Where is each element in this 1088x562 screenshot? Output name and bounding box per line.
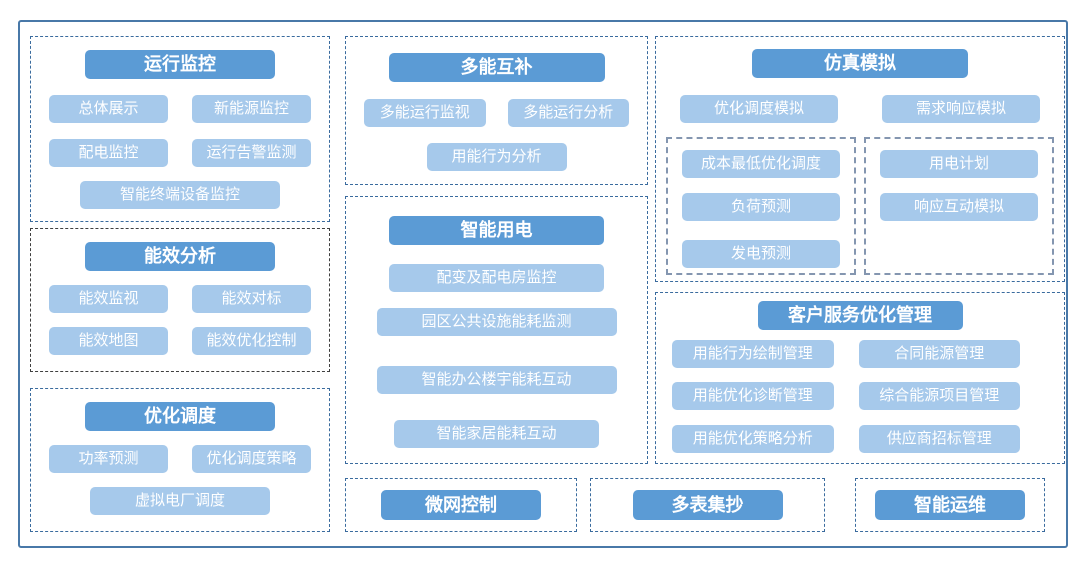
outer-frame [18, 20, 1068, 548]
item-smart-home-energy-interaction[interactable]: 智能家居能耗互动 [394, 420, 599, 448]
section-header-smart-operation-maintenance[interactable]: 智能运维 [875, 490, 1025, 520]
section-header-energy-efficiency-analysis[interactable]: 能效分析 [85, 242, 275, 271]
item-load-forecast[interactable]: 负荷预测 [682, 193, 840, 221]
item-supplier-bidding-management[interactable]: 供应商招标管理 [858, 425, 1020, 453]
section-multi-meter-reading: 多表集抄 [590, 478, 825, 532]
section-operation-monitoring: 运行监控 总体展示 新能源监控 配电监控 运行告警监测 智能终端设备监控 [30, 36, 330, 222]
item-virtual-power-plant-dispatch[interactable]: 虚拟电厂调度 [90, 487, 270, 515]
item-transformer-room-monitoring[interactable]: 配变及配电房监控 [389, 264, 604, 292]
section-header-operation-monitoring[interactable]: 运行监控 [85, 50, 275, 79]
item-overall-display[interactable]: 总体展示 [49, 95, 168, 123]
item-demand-response-simulation[interactable]: 需求响应模拟 [882, 95, 1040, 123]
item-ee-optimization-control[interactable]: 能效优化控制 [192, 327, 311, 355]
section-header-optimal-dispatch[interactable]: 优化调度 [85, 402, 275, 431]
item-power-distribution-monitoring[interactable]: 配电监控 [49, 139, 168, 167]
item-cost-optimal-dispatch[interactable]: 成本最低优化调度 [682, 150, 840, 178]
section-microgrid-control: 微网控制 [345, 478, 577, 532]
item-multi-energy-operation-monitoring[interactable]: 多能运行监视 [364, 99, 486, 127]
item-energy-optimization-strategy-analysis[interactable]: 用能优化策略分析 [672, 425, 834, 453]
item-new-energy-monitoring[interactable]: 新能源监控 [192, 95, 311, 123]
item-park-facilities-energy-monitoring[interactable]: 园区公共设施能耗监测 [376, 308, 617, 336]
item-dispatch-simulation[interactable]: 优化调度模拟 [680, 95, 838, 123]
item-energy-behavior-profile-management[interactable]: 用能行为绘制管理 [672, 340, 834, 368]
item-integrated-energy-project-management[interactable]: 综合能源项目管理 [858, 382, 1020, 410]
subsection-dispatch-forecast: 成本最低优化调度 负荷预测 发电预测 [666, 137, 856, 275]
item-ee-monitoring[interactable]: 能效监视 [49, 285, 168, 313]
item-power-use-plan[interactable]: 用电计划 [880, 150, 1038, 178]
item-smart-terminal-device-monitoring[interactable]: 智能终端设备监控 [80, 181, 280, 209]
section-header-simulation[interactable]: 仿真模拟 [752, 49, 968, 78]
item-energy-use-behavior-analysis[interactable]: 用能行为分析 [426, 143, 567, 171]
section-simulation: 仿真模拟 优化调度模拟 需求响应模拟 成本最低优化调度 负荷预测 发电预测 用电… [655, 36, 1065, 282]
section-smart-power-use: 智能用电 配变及配电房监控 园区公共设施能耗监测 智能办公楼宇能耗互动 智能家居… [345, 196, 648, 464]
item-ee-benchmarking[interactable]: 能效对标 [192, 285, 311, 313]
section-smart-operation-maintenance: 智能运维 [855, 478, 1045, 532]
item-office-building-energy-interaction[interactable]: 智能办公楼宇能耗互动 [376, 366, 617, 394]
section-header-microgrid-control[interactable]: 微网控制 [381, 490, 541, 520]
item-contract-energy-management[interactable]: 合同能源管理 [858, 340, 1020, 368]
item-dispatch-strategy[interactable]: 优化调度策略 [192, 445, 311, 473]
item-operation-alarm-monitoring[interactable]: 运行告警监测 [192, 139, 311, 167]
item-response-interaction-simulation[interactable]: 响应互动模拟 [880, 193, 1038, 221]
item-multi-energy-operation-analysis[interactable]: 多能运行分析 [507, 99, 629, 127]
section-customer-service-optimization: 客户服务优化管理 用能行为绘制管理 合同能源管理 用能优化诊断管理 综合能源项目… [655, 292, 1065, 464]
item-energy-optimization-diagnosis-management[interactable]: 用能优化诊断管理 [672, 382, 834, 410]
section-optimal-dispatch: 优化调度 功率预测 优化调度策略 虚拟电厂调度 [30, 388, 330, 532]
item-generation-forecast[interactable]: 发电预测 [682, 240, 840, 268]
section-energy-efficiency-analysis: 能效分析 能效监视 能效对标 能效地图 能效优化控制 [30, 228, 330, 372]
section-header-multi-energy-complementation[interactable]: 多能互补 [388, 53, 605, 82]
subsection-response-plan: 用电计划 响应互动模拟 [864, 137, 1054, 275]
item-ee-map[interactable]: 能效地图 [49, 327, 168, 355]
section-header-multi-meter-reading[interactable]: 多表集抄 [632, 490, 783, 520]
item-power-forecast[interactable]: 功率预测 [49, 445, 168, 473]
section-header-smart-power-use[interactable]: 智能用电 [389, 216, 604, 245]
section-header-customer-service-optimization[interactable]: 客户服务优化管理 [757, 301, 963, 330]
section-multi-energy-complementation: 多能互补 多能运行监视 多能运行分析 用能行为分析 [345, 36, 648, 185]
